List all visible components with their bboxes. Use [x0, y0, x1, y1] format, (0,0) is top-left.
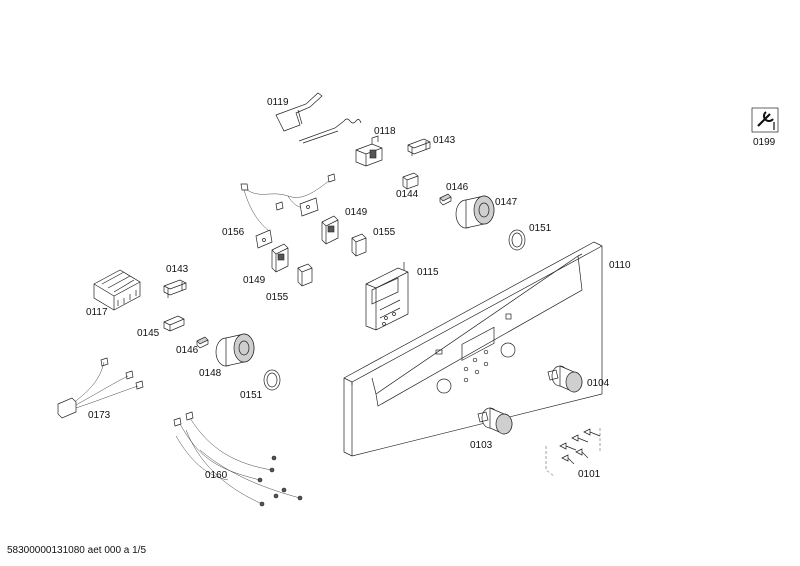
label-0173: 0173 — [88, 410, 111, 421]
part-0143-bracket-top — [407, 138, 431, 156]
part-0155-bracket-left — [297, 263, 313, 287]
label-0151-top: 0151 — [529, 223, 552, 234]
label-0118: 0118 — [374, 126, 396, 137]
label-0155-top: 0155 — [373, 227, 396, 238]
label-0147: 0147 — [495, 197, 518, 208]
part-0151-ring-left — [263, 369, 281, 391]
part-0103-knob — [477, 407, 513, 435]
label-0156: 0156 — [222, 227, 245, 238]
part-0101-screw-set — [545, 428, 601, 477]
part-0146-plug-left — [196, 336, 209, 349]
part-0147-knob-housing — [455, 195, 495, 229]
part-0115-electronic-module — [365, 262, 409, 331]
label-0149-top: 0149 — [345, 207, 368, 218]
label-0101: 0101 — [578, 469, 601, 480]
part-0119-thermostat-sensor — [275, 92, 362, 144]
label-0117: 0117 — [86, 307, 108, 318]
label-0151-left: 0151 — [240, 390, 263, 401]
part-0145-clip — [163, 315, 185, 332]
part-0173-cable — [57, 357, 144, 419]
label-0144: 0144 — [396, 189, 419, 200]
part-0149-switch-left — [271, 243, 289, 273]
part-0156-wiring-harness — [240, 173, 336, 233]
part-0104-knob — [547, 365, 583, 393]
part-0118-thermostat — [355, 135, 383, 167]
part-0149-switch-top — [321, 215, 339, 245]
part-0146-plug-top — [439, 193, 452, 206]
label-0155-left: 0155 — [266, 292, 289, 303]
part-0144-clip — [402, 172, 419, 190]
part-0156-connector-plate — [255, 197, 319, 249]
part-0151-ring-top — [508, 229, 526, 251]
label-0104: 0104 — [587, 378, 610, 389]
label-0146-top: 0146 — [446, 182, 469, 193]
label-0160: 0160 — [205, 470, 228, 481]
label-0110: 0110 — [609, 260, 631, 271]
label-0145: 0145 — [137, 328, 160, 339]
part-0110-control-panel — [343, 241, 603, 457]
part-0117-terminal-block — [93, 269, 141, 311]
document-footer: 58300000131080 aet 000 a 1/5 — [7, 545, 147, 556]
label-0119: 0119 — [267, 97, 289, 108]
label-0146-left: 0146 — [176, 345, 199, 356]
label-0143-left: 0143 — [166, 264, 189, 275]
part-0143-bracket-left — [163, 279, 187, 298]
label-0199: 0199 — [753, 137, 776, 148]
label-0103: 0103 — [470, 440, 493, 451]
part-0155-bracket-top — [351, 233, 367, 257]
label-0148: 0148 — [199, 368, 222, 379]
label-0149-left: 0149 — [243, 275, 266, 286]
label-0115: 0115 — [417, 267, 439, 278]
part-0148-knob-housing — [215, 333, 255, 367]
wrench-icon — [751, 107, 779, 133]
part-0160-wiring-loom — [173, 411, 303, 507]
label-0143-top: 0143 — [433, 135, 456, 146]
